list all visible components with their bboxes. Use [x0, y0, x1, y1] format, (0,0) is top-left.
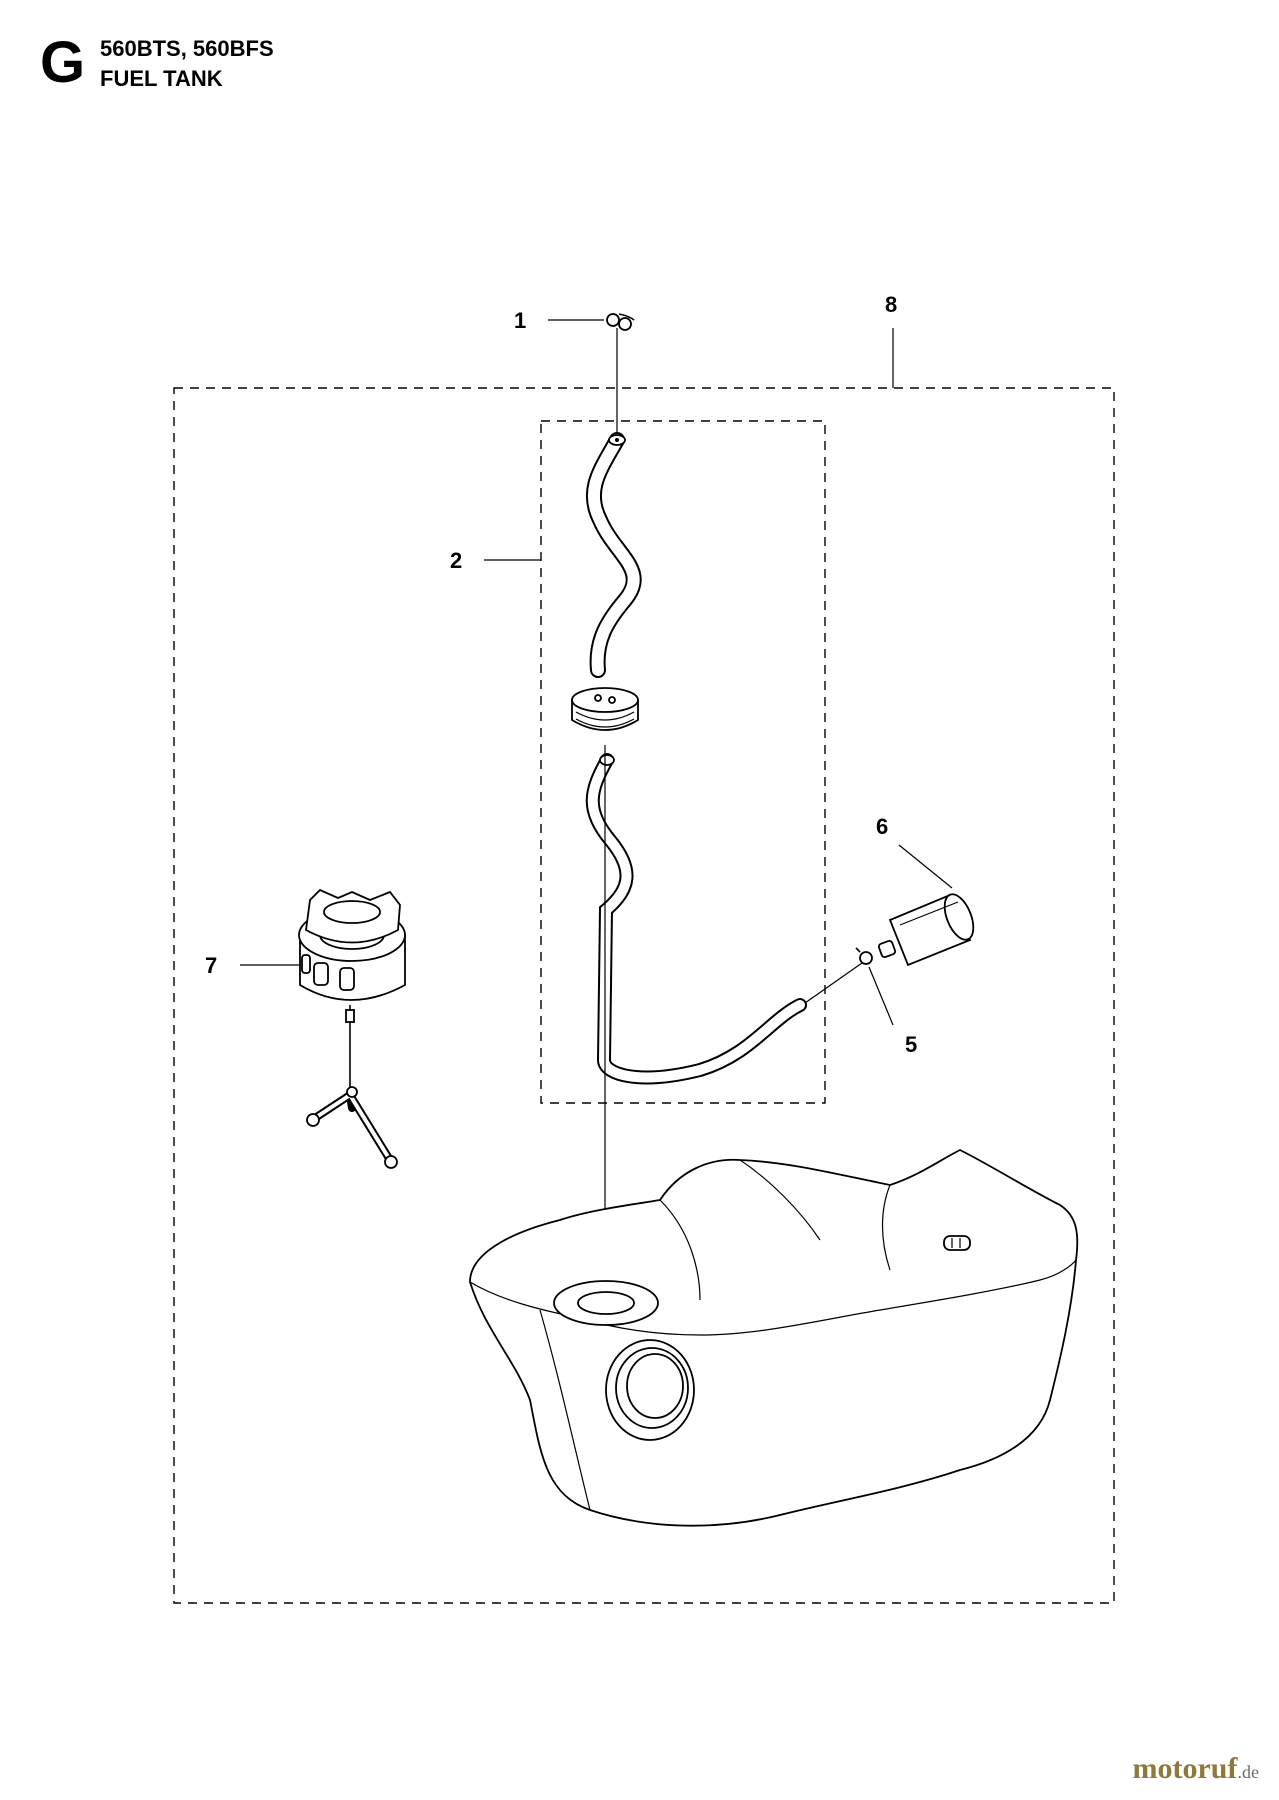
- callout-8: 8: [885, 292, 897, 317]
- fuel-hose-upper: [585, 432, 642, 678]
- hose-clip-part-5: [855, 947, 873, 965]
- diagram-title: FUEL TANK: [100, 66, 223, 91]
- leader-line-5: [868, 966, 894, 1026]
- callout-5: 5: [905, 1032, 917, 1057]
- axis-line-filter: [804, 962, 863, 1004]
- fuel-filter-part-6: [877, 893, 975, 967]
- watermark-brand: motoruf: [1132, 1752, 1238, 1785]
- fuel-hose-lower: [585, 753, 807, 1085]
- assembly-boundary-8: [173, 387, 1115, 1604]
- assembly-boundary-2: [540, 420, 826, 1104]
- leader-line-6: [898, 844, 953, 889]
- watermark-logo: motoruf.de: [1133, 1752, 1259, 1786]
- fuel-tank-part-8: [469, 1148, 1079, 1527]
- watermark-tld: .de: [1237, 1762, 1260, 1782]
- clamp-part-1: [606, 313, 635, 331]
- callout-2: 2: [450, 548, 462, 573]
- model-numbers: 560BTS, 560BFS: [100, 36, 274, 61]
- page-header: G 560BTS, 560BFS FUEL TANK: [40, 30, 440, 100]
- callout-6: 6: [876, 814, 888, 839]
- fuel-cap-part-7: [298, 888, 406, 1169]
- section-letter: G: [40, 30, 86, 95]
- tank-grommet: [571, 687, 639, 731]
- callout-7: 7: [205, 953, 217, 978]
- callout-1: 1: [514, 308, 526, 333]
